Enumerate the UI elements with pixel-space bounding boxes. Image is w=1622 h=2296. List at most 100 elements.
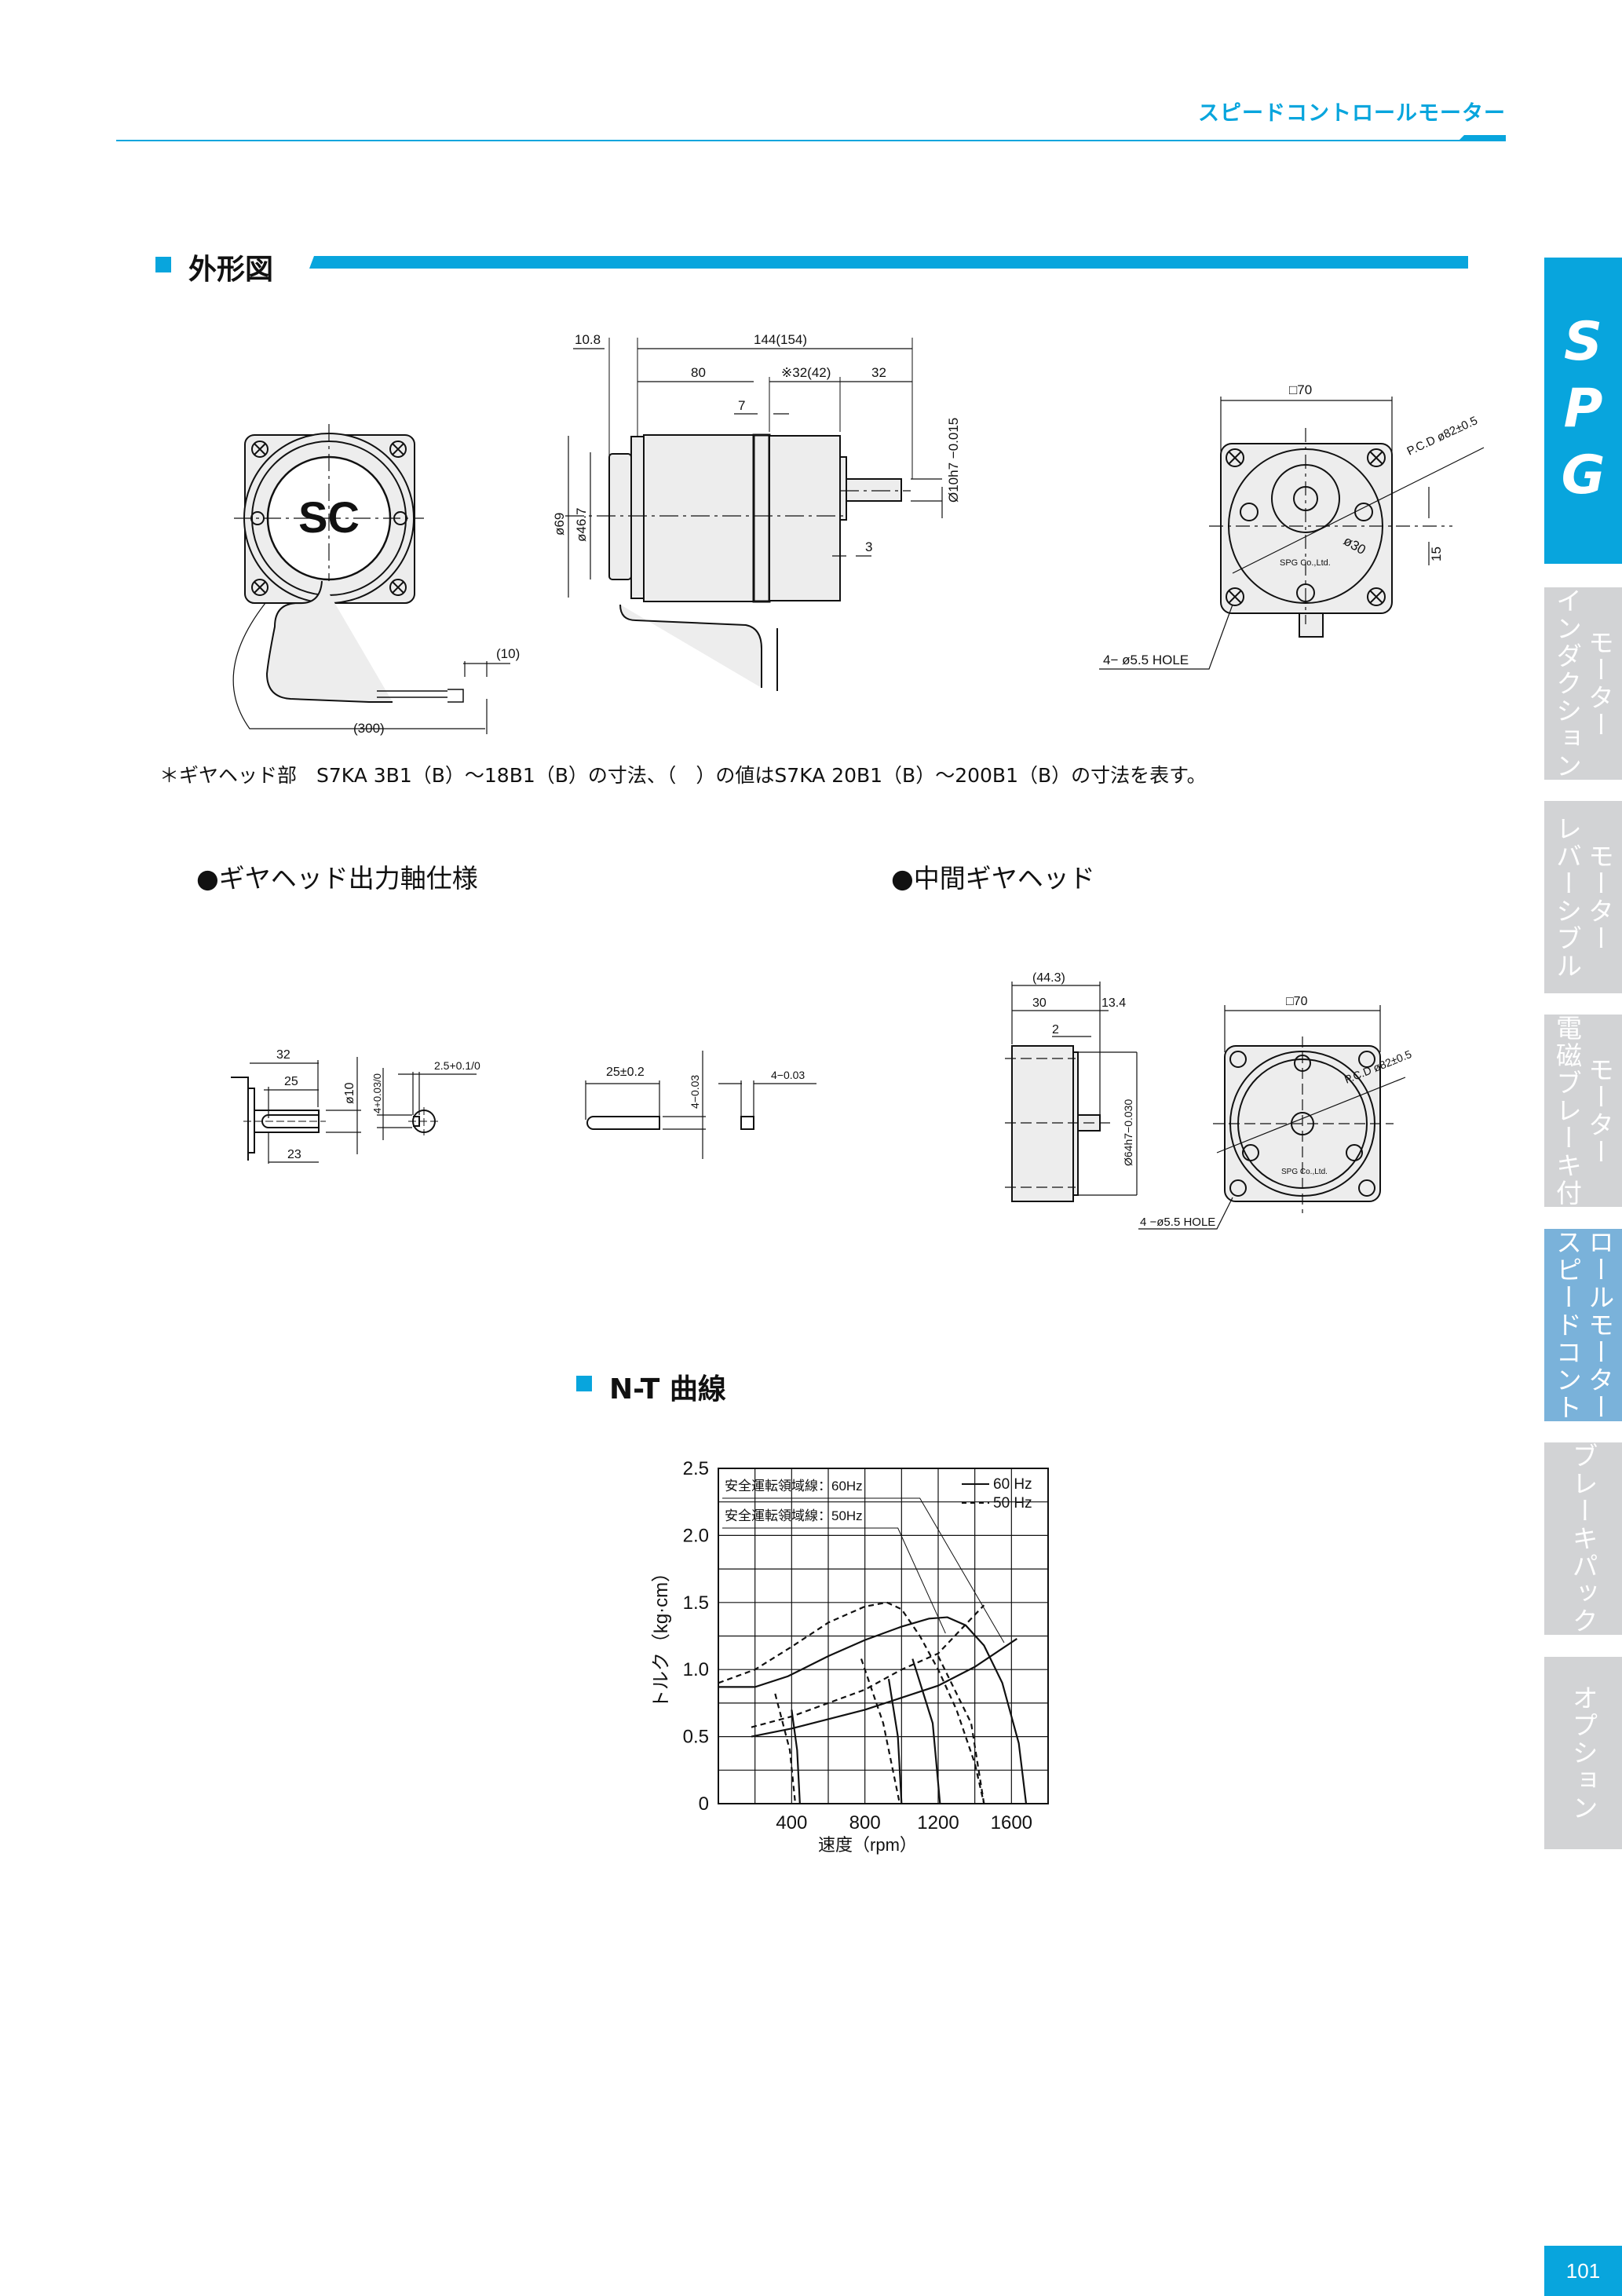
sidebar-item-label: スピードコント bbox=[1551, 1229, 1583, 1421]
dim-10-8: 10.8 bbox=[575, 332, 601, 347]
series-line bbox=[751, 1604, 985, 1728]
dim-3: 3 bbox=[865, 539, 872, 554]
series-line bbox=[791, 1709, 801, 1804]
dim-lead-strip: (10) bbox=[496, 646, 520, 661]
sidebar-item-label: ブレーキパック bbox=[1568, 1442, 1599, 1635]
front-dim-15: 15 bbox=[1429, 547, 1444, 561]
dim-shaft-phi10: ø10 bbox=[343, 1082, 356, 1104]
dim-phi69: ø69 bbox=[552, 513, 567, 536]
subsection-title-shaft-spec: ●ギヤヘッド出力軸仕様 bbox=[196, 863, 478, 894]
sidebar-item-induction-motor[interactable]: インダクションモーター bbox=[1544, 587, 1622, 780]
maker-stamp: SPG Co.,Ltd. bbox=[1280, 558, 1331, 568]
chart-series bbox=[718, 1497, 1028, 1804]
y-axis-label: トルク（kg·cm） bbox=[651, 1563, 672, 1709]
brand-logo-text: SPG bbox=[1552, 310, 1614, 511]
section-title-nt-curve: N-T 曲線 bbox=[609, 1373, 726, 1406]
sidebar-item-label: オプション bbox=[1568, 1684, 1599, 1822]
shaft-spec-drawing: 32 25 23 ø10 4+0.03/0 2.5+0.1/0 bbox=[231, 1048, 480, 1164]
sc-logo-text: SC bbox=[298, 492, 360, 542]
brand-logo: SPG bbox=[1544, 258, 1622, 564]
mid-maker-stamp: SPG Co.,Ltd. bbox=[1281, 1168, 1328, 1176]
sidebar-item-label-2: モーター bbox=[1584, 628, 1615, 739]
sidebar-item-speed-control-motor[interactable]: スピードコントロールモーター bbox=[1544, 1229, 1622, 1421]
mid-dim-square: □70 bbox=[1286, 995, 1308, 1008]
dim-shaft-23: 23 bbox=[287, 1148, 301, 1161]
gearhead-note: ＊ギヤヘッド部 S7KA 3B1（B）～18B1（B）の寸法、（ ）の値はS7K… bbox=[159, 764, 1207, 787]
sidebar-item-label-2: モーター bbox=[1584, 842, 1615, 952]
annotation-label: 安全運転領域線：60Hz bbox=[725, 1479, 863, 1493]
mid-gearhead-drawing: (44.3) 30 13.4 2 Ø64h7−0.030 □70 P.C.D ø… bbox=[1005, 971, 1413, 1230]
sidebar-item-options[interactable]: オプション bbox=[1544, 1657, 1622, 1849]
dim-total-length: 144(154) bbox=[754, 332, 807, 347]
dim-shaft-25: 25 bbox=[284, 1075, 298, 1088]
y-tick-label: 0 bbox=[699, 1793, 709, 1815]
key-length: 25±0.2 bbox=[606, 1066, 645, 1079]
mid-dim-13-4: 13.4 bbox=[1101, 996, 1126, 1010]
front-dim-pcd: P.C.D ø82±0.5 bbox=[1405, 414, 1480, 458]
chart-grid bbox=[718, 1468, 1049, 1804]
legend-label: 60 Hz bbox=[993, 1476, 1032, 1493]
dim-lead-length: (300) bbox=[353, 721, 385, 736]
front-dim-square: □70 bbox=[1289, 382, 1312, 397]
sidebar-item-brake-motor[interactable]: 電磁ブレーキ付モーター bbox=[1544, 1015, 1622, 1207]
dim-80: 80 bbox=[691, 365, 706, 380]
sidebar-item-label: インダクション bbox=[1551, 587, 1583, 780]
series-line bbox=[911, 1658, 941, 1804]
series-line bbox=[751, 1638, 1017, 1738]
side-view-drawing: 10.8 144(154) 80 ※32(42) 32 7 3 ø69 ø46.… bbox=[552, 332, 961, 691]
dim-shaft-32: 32 bbox=[276, 1048, 290, 1062]
key-width: 4−0.03 bbox=[771, 1069, 805, 1081]
y-tick-label: 0.5 bbox=[683, 1727, 709, 1748]
page-number: 101 bbox=[1544, 2246, 1622, 2296]
sidebar-item-reversible-motor[interactable]: レバーシブルモーター bbox=[1544, 801, 1622, 993]
section-marker-nt bbox=[576, 1376, 592, 1391]
annotation-label: 安全運転領域線：50Hz bbox=[725, 1508, 863, 1523]
series-line bbox=[860, 1658, 901, 1804]
header-rule-accent bbox=[1458, 135, 1506, 141]
mid-dim-hole: 4 −ø5.5 HOLE bbox=[1140, 1216, 1215, 1229]
key-height: 4−0.03 bbox=[689, 1075, 701, 1109]
dim-7: 7 bbox=[738, 398, 745, 413]
series-line bbox=[774, 1693, 797, 1804]
section-title-outline: 外形図 bbox=[188, 254, 274, 286]
dim-phi46-7: ø46.7 bbox=[574, 508, 589, 542]
series-line bbox=[937, 1655, 985, 1804]
front-dim-hole: 4− ø5.5 HOLE bbox=[1103, 653, 1189, 667]
mid-dim-30: 30 bbox=[1032, 996, 1047, 1010]
dim-gear-length: ※32(42) bbox=[781, 365, 831, 380]
sidebar-item-label: 電磁ブレーキ付 bbox=[1551, 1015, 1583, 1207]
x-tick-label: 1200 bbox=[917, 1812, 959, 1834]
y-tick-label: 2.0 bbox=[683, 1525, 709, 1546]
section-marker bbox=[155, 257, 171, 272]
x-tick-label: 1600 bbox=[991, 1812, 1032, 1834]
x-tick-label: 800 bbox=[849, 1812, 881, 1834]
dim-shaft-length: 32 bbox=[871, 365, 886, 380]
section-title-bar bbox=[309, 256, 1468, 269]
x-tick-label: 400 bbox=[776, 1812, 807, 1834]
mid-dim-total: (44.3) bbox=[1032, 971, 1065, 985]
y-tick-label: 1.5 bbox=[683, 1592, 709, 1614]
series-line bbox=[718, 1616, 1028, 1804]
header-rule bbox=[116, 140, 1506, 141]
legend-label: 50 Hz bbox=[993, 1495, 1032, 1512]
y-tick-label: 2.5 bbox=[683, 1458, 709, 1479]
sidebar-item-label-2: ロールモーター bbox=[1584, 1229, 1615, 1421]
series-line bbox=[887, 1678, 903, 1804]
rear-view-drawing: SC (10) (300) bbox=[232, 424, 520, 736]
dim-shaft-diameter: Ø10h7 −0.015 bbox=[946, 418, 961, 503]
dim-key-depth: 2.5+0.1/0 bbox=[434, 1059, 480, 1072]
running-header: スピードコントロールモーター bbox=[1198, 101, 1506, 126]
front-view-drawing: □70 P.C.D ø82±0.5 ø30 15 4− ø5.5 HOLE SP… bbox=[1099, 382, 1485, 670]
nt-curve-chart: 0 0.5 1.0 1.5 2.0 2.5 400 800 1200 1600 速度（rpm） トルク… bbox=[651, 1458, 1049, 1855]
y-tick-label: 1.0 bbox=[683, 1659, 709, 1680]
mid-dim-2: 2 bbox=[1052, 1023, 1059, 1036]
sidebar-item-brake-pack[interactable]: ブレーキパック bbox=[1544, 1442, 1622, 1635]
sidebar-item-label: レバーシブル bbox=[1551, 814, 1583, 980]
x-axis-label: 速度（rpm） bbox=[818, 1835, 917, 1855]
mid-dim-pilot: Ø64h7−0.030 bbox=[1122, 1099, 1134, 1166]
dim-key-height: 4+0.03/0 bbox=[371, 1073, 383, 1113]
subsection-title-mid-gearhead: ●中間ギヤヘッド bbox=[891, 863, 1095, 894]
sidebar-item-label-2: モーター bbox=[1584, 1055, 1615, 1166]
key-drawing: 25±0.2 4−0.03 4−0.03 bbox=[585, 1051, 816, 1159]
chart-labels: 0 0.5 1.0 1.5 2.0 2.5 400 800 1200 1600 速度（rpm） トルク… bbox=[651, 1458, 1032, 1855]
